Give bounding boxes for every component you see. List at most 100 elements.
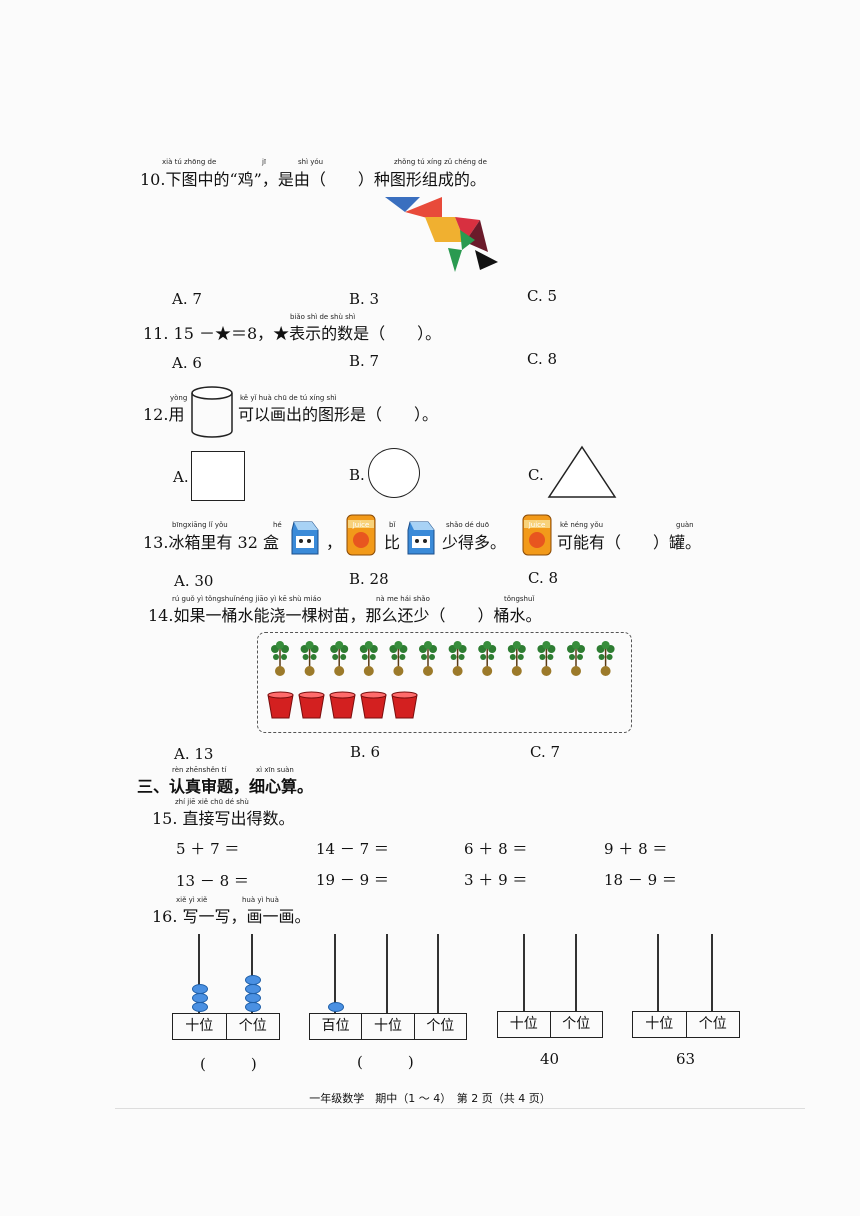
page-footer: 一年级数学 期中（1 ～ 4） 第 2 页（共 4 页） — [309, 1092, 551, 1105]
footer-divider — [115, 1108, 805, 1109]
abacus-bead — [192, 1002, 208, 1012]
juice-can-icon: Juice — [346, 514, 376, 556]
tree-sapling-icon — [389, 641, 408, 676]
q10-question: 10.下图中的“鸡”，是由（ ）种图形组成的。 — [140, 170, 486, 189]
tree-sapling-icon — [596, 641, 615, 676]
tree-sapling-icon — [478, 641, 497, 676]
q11-option-a[interactable]: A. 6 — [172, 354, 202, 372]
calc-item[interactable]: 13 － 8 ＝ — [176, 872, 249, 890]
abacus-rod-ones — [251, 934, 253, 1014]
pinyin: guàn — [676, 521, 694, 529]
abacus-bead — [245, 1002, 261, 1012]
abacus-4-value: 63 — [676, 1050, 696, 1068]
abacus-4-place-value: 十位个位 — [632, 1011, 740, 1038]
juice-can-icon: Juice — [522, 514, 552, 556]
q11-question: 11. 15 －★＝8，★表示的数是（ ）。 — [143, 324, 442, 343]
q12-question-b: 可以画出的图形是（ ）。 — [238, 405, 439, 424]
q14-option-c[interactable]: C. 7 — [530, 743, 561, 761]
trees-buckets-box — [257, 632, 632, 733]
pinyin: tǒngshuǐ — [504, 595, 535, 603]
pinyin: biǎo shì de shù shì — [290, 313, 356, 321]
pinyin: yòng — [170, 394, 188, 402]
q12-question-a: 12.用 — [143, 405, 185, 424]
abacus-rod-tens — [386, 934, 388, 1014]
abacus-bead — [245, 975, 261, 985]
tree-sapling-icon — [359, 641, 378, 676]
calc-item[interactable]: 5 ＋ 7 ＝ — [176, 840, 240, 858]
q12-option-b[interactable]: B. — [349, 466, 365, 484]
q14-option-a[interactable]: A. 13 — [174, 745, 214, 763]
juice-label: Juice — [352, 521, 370, 529]
tangram-chicken-image — [385, 197, 498, 272]
pinyin: xiě yì xiě — [176, 896, 208, 904]
abacus-rod-tens — [198, 934, 200, 1014]
abacus-3-value: 40 — [540, 1050, 560, 1068]
tree-sapling-icon — [419, 641, 437, 676]
section-3-title: 三、认真审题，细心算。 — [137, 777, 314, 796]
abacus-2-answer[interactable]: ( ) — [357, 1053, 414, 1071]
tree-sapling-icon — [537, 641, 556, 676]
abacus-rod-ones — [711, 934, 713, 1012]
tree-sapling-icon — [448, 641, 467, 676]
pinyin: hé — [273, 521, 282, 529]
pinyin: zhǒng tú xíng zǔ chéng de — [394, 158, 487, 166]
abacus-rod-tens — [523, 934, 525, 1012]
tree-sapling-icon — [507, 641, 526, 676]
circle-shape — [368, 448, 420, 498]
triangle-shape — [547, 445, 617, 498]
pinyin: zhí jiē xiě chū dé shù — [175, 798, 249, 806]
q16-question: 16. 写一写，画一画。 — [152, 907, 311, 926]
q13-text-5: 可能有（ ）罐。 — [557, 533, 702, 552]
cylinder-image — [191, 386, 233, 438]
q10-option-c[interactable]: C. 5 — [527, 287, 558, 305]
milk-carton-icon — [291, 521, 319, 555]
calc-item[interactable]: 14 － 7 ＝ — [316, 840, 389, 858]
abacus-bead — [328, 1002, 344, 1012]
abacus-bead — [192, 993, 208, 1003]
calc-item[interactable]: 19 － 9 ＝ — [316, 871, 389, 889]
pinyin: bǐ — [389, 521, 396, 529]
pinyin: shǎo dé duō — [446, 521, 490, 529]
tree-sapling-icon — [271, 641, 289, 676]
tree-sapling-icon — [567, 641, 585, 676]
water-bucket-icon — [298, 691, 325, 719]
pinyin: shì yóu — [298, 158, 324, 166]
trees-buckets-image — [267, 641, 615, 719]
pinyin: huà yì huà — [242, 896, 279, 904]
pinyin: kě néng yǒu — [560, 521, 604, 529]
q15-question: 15. 直接写出得数。 — [152, 809, 295, 828]
water-bucket-icon — [329, 691, 356, 719]
juice-label: Juice — [528, 521, 546, 529]
q13-option-b[interactable]: B. 28 — [349, 570, 389, 588]
pinyin: rèn zhēnshěn tí — [172, 766, 227, 774]
pinyin: nà me hái shǎo — [376, 595, 430, 603]
calc-item[interactable]: 18 － 9 ＝ — [604, 871, 677, 889]
q11-option-b[interactable]: B. 7 — [349, 352, 380, 370]
q13-option-a[interactable]: A. 30 — [174, 572, 214, 590]
tree-sapling-icon — [330, 641, 349, 676]
abacus-1-place-value: 十位个位 — [172, 1013, 280, 1040]
calc-item[interactable]: 6 ＋ 8 ＝ — [464, 840, 528, 858]
q13-text-1: 13.冰箱里有 32 盒 — [143, 533, 279, 552]
q12-option-a[interactable]: A. — [173, 468, 189, 486]
q10-option-a[interactable]: A. 7 — [172, 290, 202, 308]
abacus-bead — [245, 984, 261, 994]
q14-option-b[interactable]: B. 6 — [350, 743, 381, 761]
q12-option-c[interactable]: C. — [528, 466, 544, 484]
q13-option-c[interactable]: C. 8 — [528, 569, 559, 587]
pinyin: rú guǒ yì tǒngshuǐnéng jiāo yì kē shù mi… — [172, 595, 322, 603]
tree-sapling-icon — [300, 641, 319, 676]
calc-item[interactable]: 9 ＋ 8 ＝ — [604, 840, 668, 858]
calc-item[interactable]: 3 ＋ 9 ＝ — [464, 871, 528, 889]
q11-option-c[interactable]: C. 8 — [527, 350, 558, 368]
abacus-2-place-value: 百位十位个位 — [309, 1013, 467, 1040]
abacus-bead — [192, 984, 208, 994]
water-bucket-icon — [267, 691, 294, 719]
abacus-1-answer[interactable]: ( ) — [200, 1055, 257, 1073]
q10-option-b[interactable]: B. 3 — [349, 290, 380, 308]
pinyin: kě yǐ huà chū de tú xíng shì — [240, 394, 337, 402]
square-shape — [191, 451, 245, 501]
q13-text-4: 少得多。 — [442, 533, 507, 552]
abacus-bead — [245, 993, 261, 1003]
pinyin: jī — [262, 158, 266, 166]
